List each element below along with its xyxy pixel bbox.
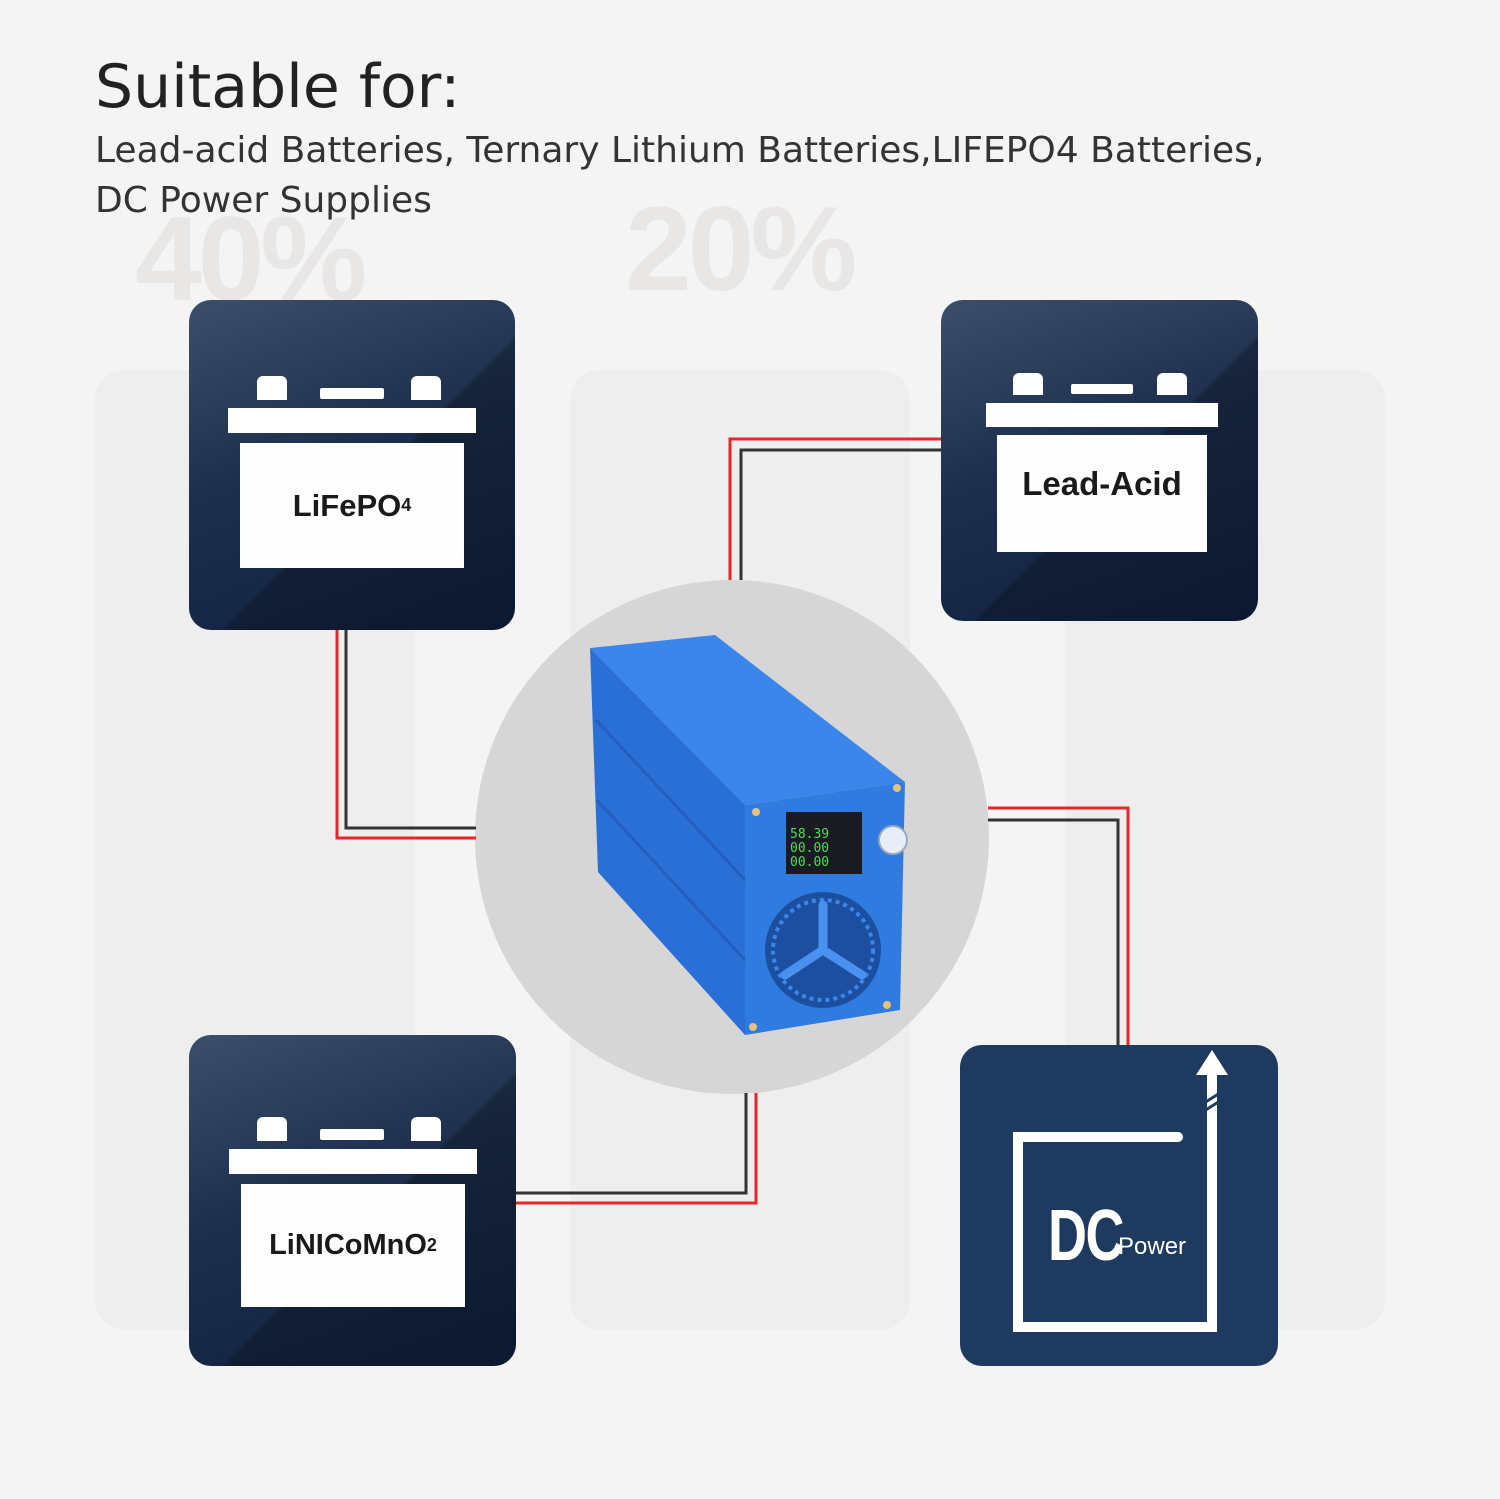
battery-terminal-icon: [1157, 373, 1187, 395]
subtitle-line-1: Lead-acid Batteries, Ternary Lithium Bat…: [95, 130, 1265, 171]
display-voltage: 58.39: [790, 827, 829, 842]
dc-power-frame-icon: [1013, 1050, 1228, 1332]
subtitle-line-2: DC Power Supplies: [95, 180, 432, 221]
wire-black-lead-acid: [739, 448, 941, 580]
device-top-face: [590, 635, 905, 805]
display-power: 00.00: [790, 855, 829, 870]
battery-terminal-icon: [1013, 373, 1043, 395]
battery-lid-icon: [228, 408, 476, 433]
dc-label: DC: [1048, 1196, 1125, 1276]
wire-black-dc: [988, 818, 1120, 1045]
wire-red-lead-acid: [728, 437, 941, 580]
fan-blades-icon: [780, 900, 867, 980]
adjust-knob: [878, 825, 908, 855]
battery-terminal-icon: [257, 1117, 287, 1141]
battery-terminal-icon: [411, 1117, 441, 1141]
card-lead-acid: Lead-Acid: [941, 300, 1258, 621]
battery-lid-icon: [986, 403, 1218, 427]
page-title: Suitable for:: [95, 52, 461, 122]
battery-lid-icon: [229, 1149, 477, 1174]
device-side-face: [590, 648, 745, 1035]
card-dc-power: DC Power: [960, 1045, 1278, 1366]
device-display: [786, 812, 862, 874]
wire-black-lifepo4: [344, 630, 476, 830]
battery-terminal-icon: [257, 376, 287, 400]
display-current: 00.00: [790, 841, 829, 856]
background-watermark-20: 20%: [625, 182, 857, 316]
wire-red-nmc: [516, 1093, 758, 1205]
battery-terminal-icon: [411, 376, 441, 400]
power-label: Power: [1118, 1233, 1187, 1260]
wire-red-dc: [988, 806, 1130, 1045]
charger-device: 58.39 00.00 00.00: [590, 635, 908, 1035]
wire-black-nmc: [516, 1093, 748, 1195]
wire-red-lifepo4: [335, 630, 476, 840]
battery-label-lead-acid: Lead-Acid: [997, 435, 1207, 552]
